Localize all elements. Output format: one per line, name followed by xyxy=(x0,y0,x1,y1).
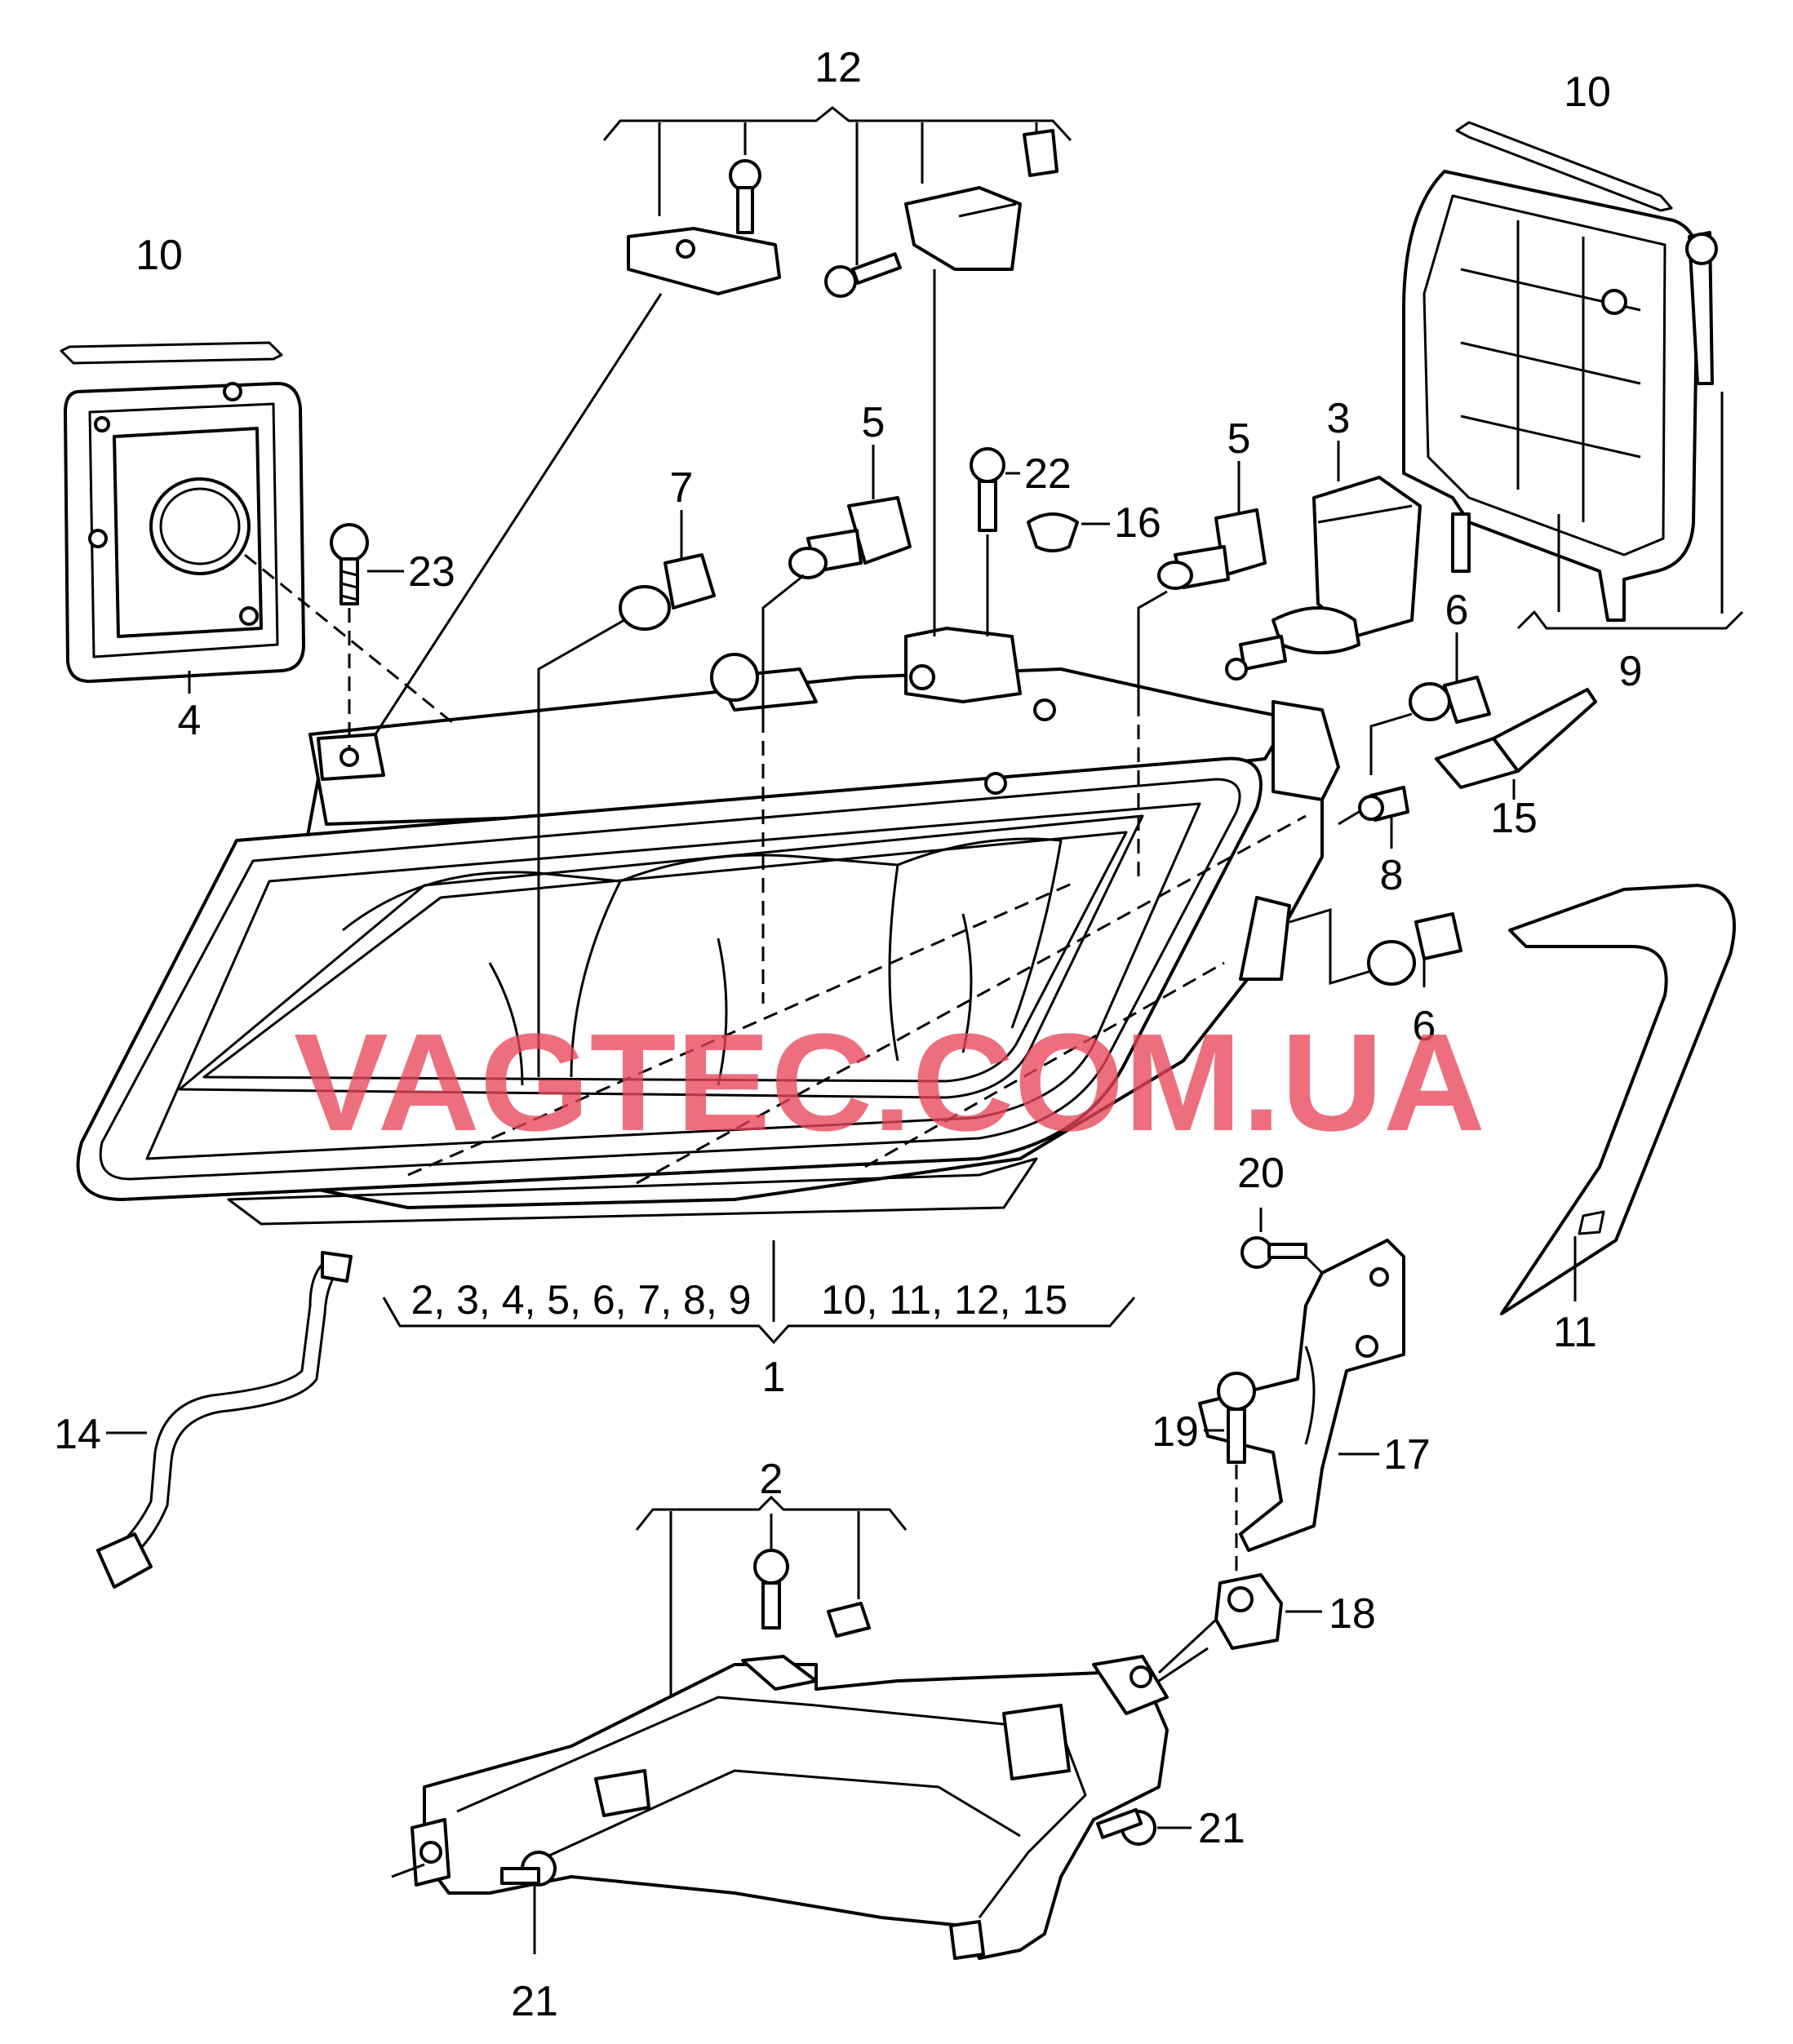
part-11-trim xyxy=(1500,884,1736,1315)
part-5-bulb-right xyxy=(1137,461,1267,702)
callout-14: 14 xyxy=(54,1411,101,1458)
callout-12: 12 xyxy=(814,44,862,91)
group-label-left: 2, 3, 4, 5, 6, 7, 8, 9 xyxy=(411,1277,752,1323)
headlight-housing xyxy=(76,627,1340,1226)
callout-18: 18 xyxy=(1329,1590,1376,1638)
callout-21-bottom: 21 xyxy=(511,1978,558,2025)
part-8-bulb xyxy=(1338,786,1409,849)
callout-4: 4 xyxy=(178,697,202,744)
part-14-cable xyxy=(96,1251,353,1589)
part-16-plug xyxy=(1027,512,1110,552)
part-1-group-bracket xyxy=(382,1240,1136,1345)
part-5-bulb-left xyxy=(761,445,912,718)
part-12-brackets xyxy=(374,106,1072,735)
callout-23: 23 xyxy=(408,548,455,596)
part-23-screw xyxy=(330,523,404,751)
callout-7: 7 xyxy=(670,464,694,512)
part-22-screw xyxy=(970,447,1020,636)
callout-21-right: 21 xyxy=(1198,1805,1245,1852)
part-6-bulb-top xyxy=(1369,632,1491,775)
part-10-clip-right xyxy=(1455,121,1673,212)
callout-9: 9 xyxy=(1619,648,1643,695)
callout-20: 20 xyxy=(1237,1150,1285,1197)
callout-1: 1 xyxy=(762,1354,786,1401)
callout-22: 22 xyxy=(1024,450,1072,498)
callout-2: 2 xyxy=(760,1456,783,1503)
callout-6-top: 6 xyxy=(1445,587,1469,634)
part-18-nut xyxy=(1157,1573,1322,1674)
callout-10-right: 10 xyxy=(1564,69,1611,116)
callout-3: 3 xyxy=(1327,395,1351,442)
part-19-screw xyxy=(1204,1372,1256,1583)
callout-15: 15 xyxy=(1490,795,1538,842)
dashed-leaders xyxy=(244,553,1307,1185)
part-21-screw-right xyxy=(1096,1807,1192,1846)
part-15-socket xyxy=(1435,688,1597,800)
callout-8: 8 xyxy=(1380,852,1404,899)
group-label-right: 10, 11, 12, 15 xyxy=(821,1277,1067,1323)
callout-5-right: 5 xyxy=(1227,415,1251,463)
part-10-clip-left xyxy=(60,341,283,365)
watermark-text: VAGTEC.COM.UA xyxy=(294,1005,1485,1160)
callout-10-left: 10 xyxy=(135,232,183,279)
part-4-cover xyxy=(64,382,305,694)
callout-17: 17 xyxy=(1383,1431,1431,1479)
part-6-bulb-bottom xyxy=(1289,907,1462,987)
callout-11: 11 xyxy=(1553,1309,1597,1356)
part-20-screw xyxy=(1240,1208,1324,1275)
callout-labels: 1 2 3 4 5 5 6 6 7 8 9 10 10 11 12 14 15 … xyxy=(54,44,1642,2025)
part-21-screw-bottom xyxy=(500,1851,557,1954)
part-3-module xyxy=(1225,441,1422,681)
callout-5-left: 5 xyxy=(862,399,885,446)
callout-16: 16 xyxy=(1114,499,1161,547)
part-9-cover xyxy=(1402,170,1744,630)
part-2-lower-bracket xyxy=(391,1495,1209,1960)
callout-6-bottom: 6 xyxy=(1413,1003,1436,1050)
callout-19: 19 xyxy=(1152,1408,1199,1456)
